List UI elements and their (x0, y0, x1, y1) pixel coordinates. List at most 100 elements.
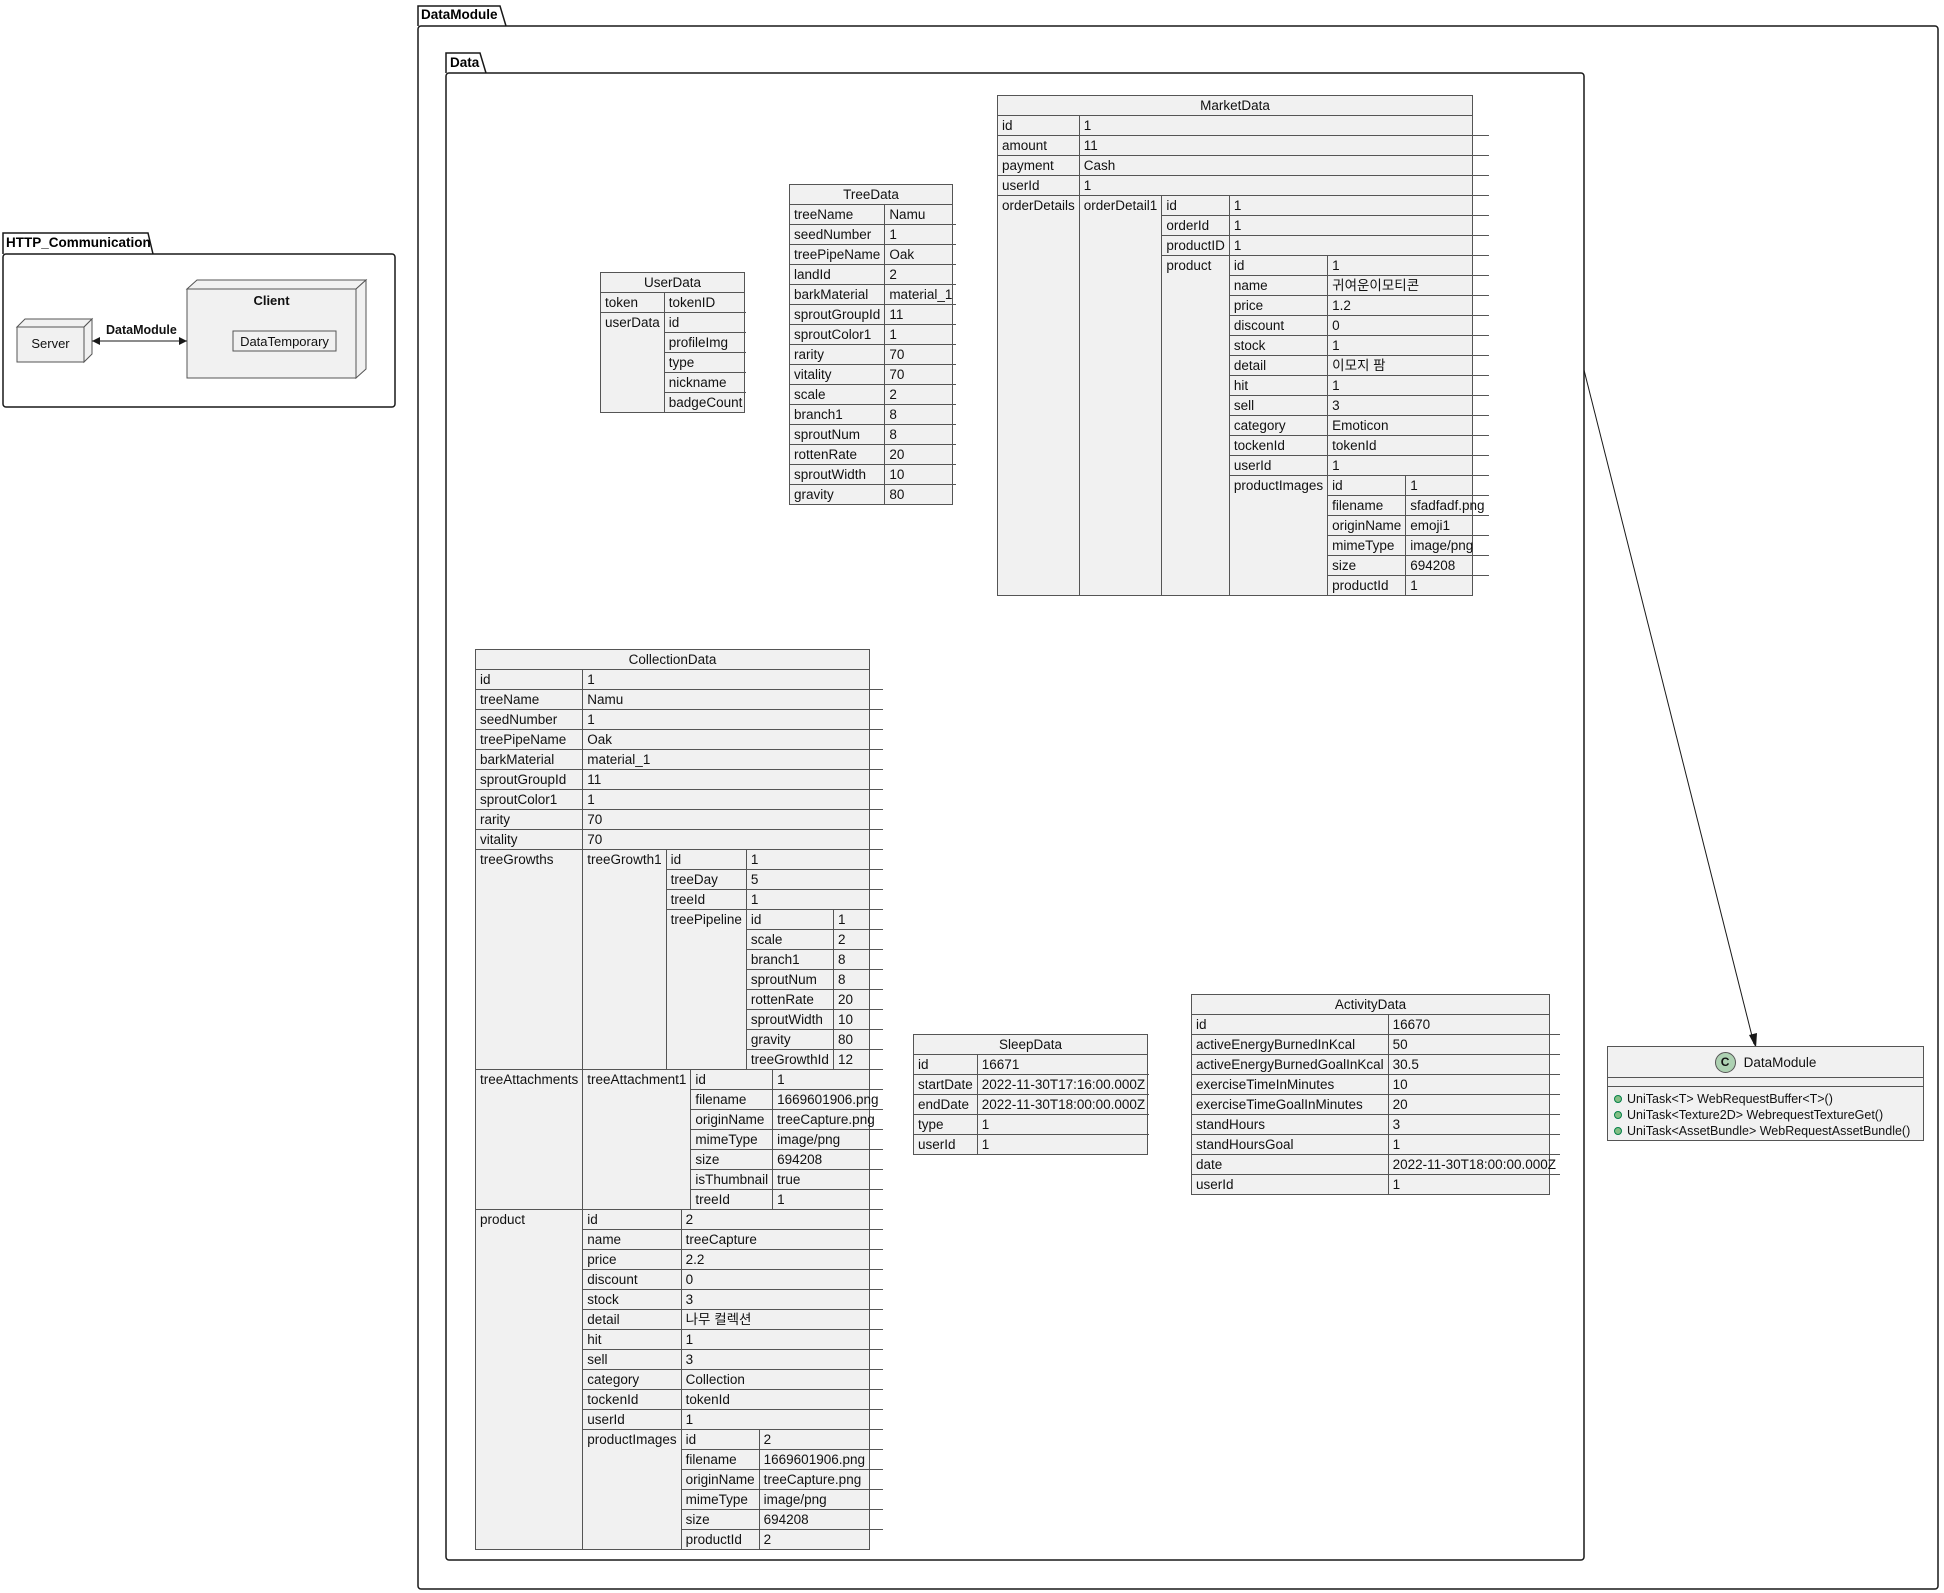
collection-key: rarity (476, 809, 584, 830)
data-to-datamodule-arrow (1583, 369, 1757, 1048)
marketdata-value: 1 (1079, 116, 1489, 136)
treepipeline-field-key: rottenRate (746, 989, 834, 1010)
public-method-icon (1614, 1111, 1622, 1119)
activitydata-value: 10 (1388, 1074, 1560, 1095)
collection-product-field-value: 1 (681, 1329, 883, 1350)
collection-product-field-value: 1 (681, 1409, 883, 1430)
treedata-key: barkMaterial (790, 284, 886, 305)
collection-productimage-field-value: 1669601906.png (759, 1449, 883, 1470)
treeattachment1-key: treeAttachment1 (583, 1070, 692, 1209)
treepipeline-field-value: 1 (833, 910, 883, 930)
userdata-field-row: type (664, 352, 747, 373)
client-node (185, 278, 368, 380)
collection-product-field-value: treeCapture (681, 1229, 883, 1250)
treedata-value: Oak (884, 244, 957, 265)
treedata-key: rarity (790, 344, 886, 365)
sleepdata-key: id (914, 1055, 978, 1075)
market-product-field-value: 1 (1327, 335, 1489, 356)
treegrowth1-field-value: 1 (746, 889, 883, 910)
treepipeline-field-key: id (746, 910, 834, 930)
datamodule-class-name: DataModule (1743, 1054, 1817, 1070)
market-productimage-field-value: 694208 (1405, 555, 1489, 576)
treeattachment1-field-key: id (691, 1070, 774, 1090)
userdata-field-row: profileImg (664, 332, 747, 353)
datamodule-class-header: C DataModule (1608, 1047, 1923, 1078)
marketdata-key: userId (998, 175, 1080, 196)
market-product-field-value: 이모지 팜 (1327, 355, 1489, 376)
activitydata-value: 1 (1388, 1134, 1560, 1155)
activitydata-key: userId (1192, 1174, 1389, 1194)
sleepdata-value: 2022-11-30T17:16:00.000Z (977, 1074, 1150, 1095)
marketdata-title: MarketData (998, 96, 1472, 116)
collection-value: material_1 (582, 749, 883, 770)
collection-value: 1 (582, 789, 883, 810)
collection-productimage-field-value: 694208 (759, 1509, 883, 1530)
userdata-field-row: badgeCount (665, 393, 747, 413)
market-product-key: product (1162, 255, 1230, 595)
treedata-key: gravity (790, 484, 886, 504)
activitydata-key: exerciseTimeGoalInMinutes (1192, 1094, 1389, 1115)
collection-key: treeName (476, 689, 584, 710)
treeattachment1-field-value: 1669601906.png (772, 1089, 883, 1110)
collection-product-field-value: 나무 컬렉션 (681, 1309, 883, 1330)
treepipeline-field-value: 8 (833, 949, 883, 970)
market-productimage-field-value: 1 (1410, 578, 1418, 593)
treedata-value: 1 (884, 324, 957, 345)
activitydata-value: 16670 (1388, 1015, 1560, 1035)
datamodule-class-fields (1608, 1078, 1923, 1087)
market-productimage-field-key: filename (1328, 495, 1407, 516)
market-productimage-field-value: 1 (1405, 476, 1489, 496)
activitydata-value: 1 (1392, 1177, 1401, 1192)
treeattachment1-field-value: 1 (777, 1192, 785, 1207)
treegrowths-key: treeGrowths (476, 849, 584, 1070)
treepipeline-key: treePipeline (666, 909, 747, 1069)
http-package-tab (2, 232, 154, 255)
sleepdata-value: 1 (977, 1114, 1150, 1135)
treedata-value: material_1 (884, 284, 957, 305)
activitydata-key: standHoursGoal (1192, 1134, 1389, 1155)
collection-productimage-field-value: treeCapture.png (759, 1469, 883, 1490)
userdata-field: type (664, 352, 747, 373)
activitydata-value: 30.5 (1388, 1054, 1560, 1075)
treeattachment1-field-key: size (691, 1149, 774, 1170)
activitydata-title: ActivityData (1192, 995, 1549, 1015)
market-product-field-key: id (1229, 256, 1329, 276)
